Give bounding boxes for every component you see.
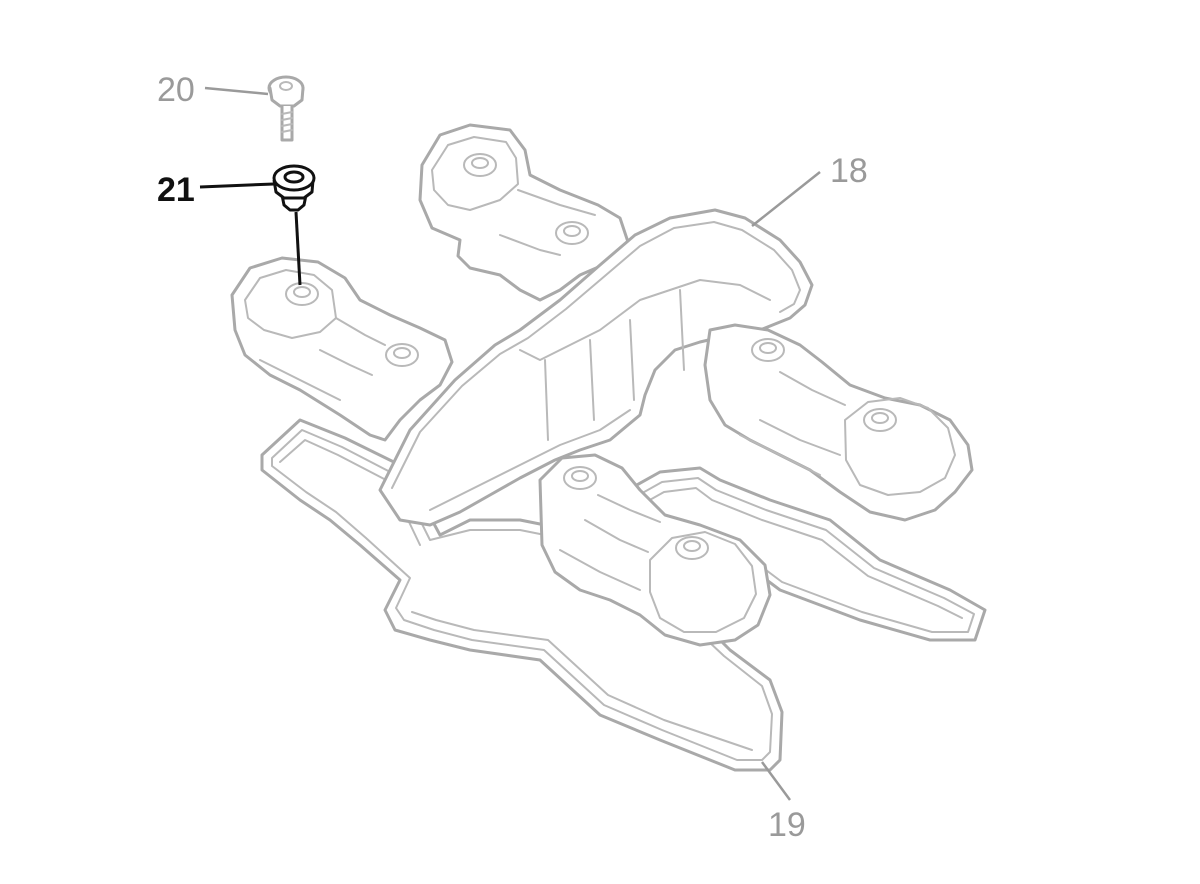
part-20-bolt — [267, 75, 305, 142]
callout-18: 18 — [830, 152, 868, 190]
leader-20 — [204, 86, 269, 96]
right-cam-cover — [703, 323, 974, 522]
callout-19: 19 — [768, 806, 806, 844]
leader-19 — [760, 761, 792, 801]
left-cam-cover — [230, 256, 454, 442]
rear-cam-cover — [418, 123, 630, 302]
center-cam-cover — [538, 453, 772, 647]
part-21-grommet — [272, 164, 316, 286]
callout-21: 21 — [157, 171, 195, 209]
callout-20: 20 — [157, 71, 195, 109]
leader-lines — [199, 86, 821, 801]
leader-21 — [199, 182, 275, 189]
part-18-cover — [378, 208, 814, 527]
leader-18 — [751, 171, 821, 227]
